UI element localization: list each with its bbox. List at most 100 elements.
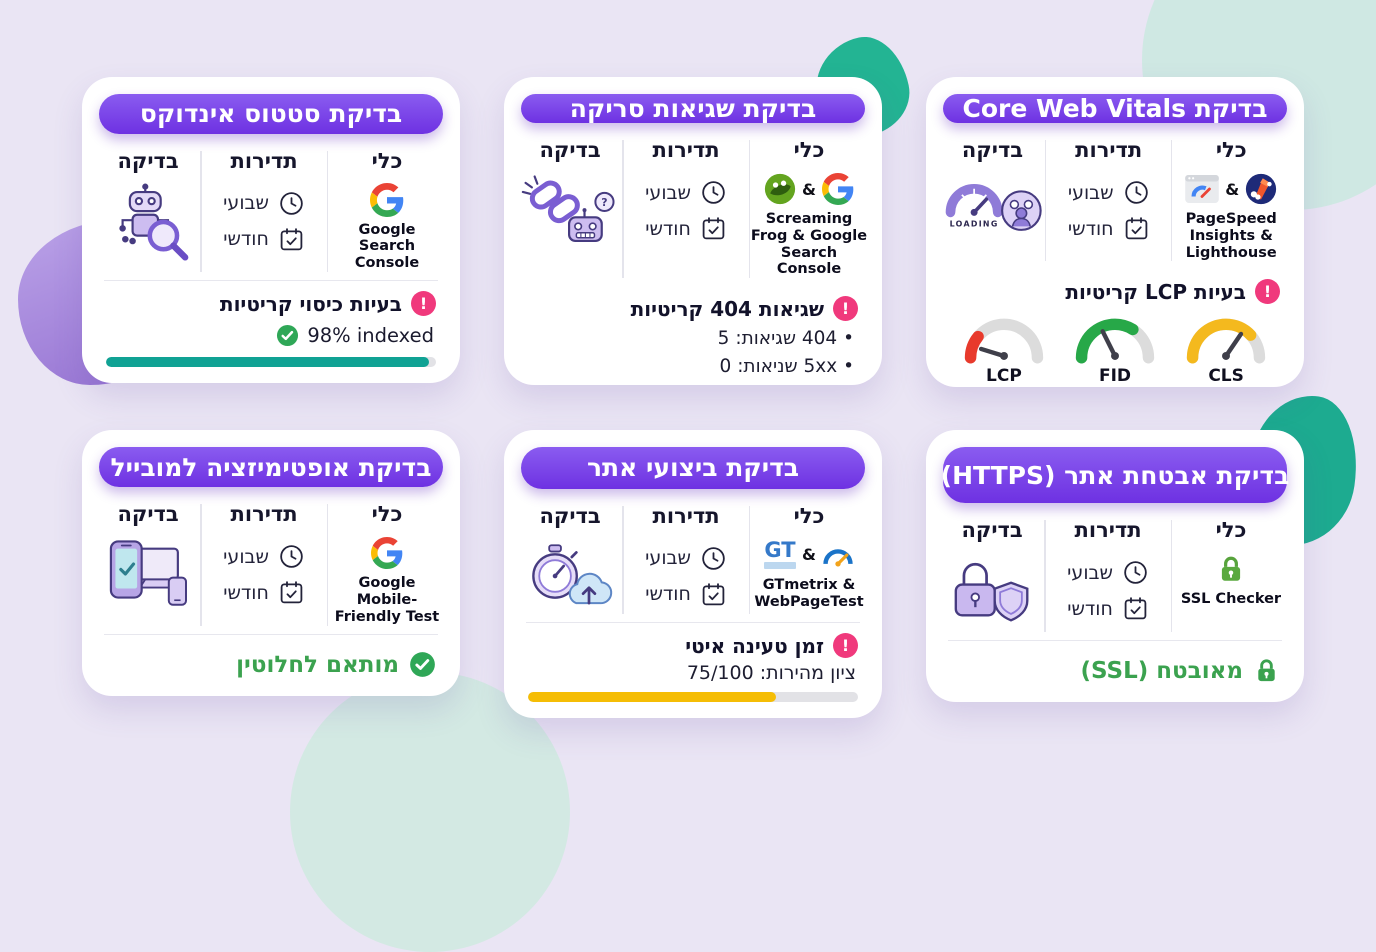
card-crawl-errors: בדיקת שגיאות סריקה בדיקה ? תדירות <box>504 77 882 385</box>
frequency-monthly-label: חודשי <box>1067 217 1114 240</box>
clock-icon <box>702 181 725 204</box>
screaming-frog-logo-icon <box>764 173 796 205</box>
webpagetest-logo-icon <box>823 549 853 567</box>
progress-fill <box>106 357 430 367</box>
frequency-weekly: שבועי <box>645 179 727 206</box>
status-section: ! בעיות LCP קריטיות LCP <box>926 269 1304 402</box>
column-divider <box>326 150 328 272</box>
alert-row: ! בעיות כיסוי קריטיות <box>106 291 436 316</box>
frequency-monthly: חודשי <box>223 579 305 606</box>
section-divider <box>104 633 438 635</box>
column-check: בדיקה <box>96 149 200 272</box>
broken-link-robot-icon: ? <box>521 175 615 243</box>
card-columns: בדיקה תדירות שבועי <box>82 134 460 272</box>
card-core-web-vitals: בדיקת Core Web Vitals בדיקה LOADING תדיר… <box>926 77 1304 387</box>
frequency-weekly: שבועי <box>1067 559 1149 586</box>
lighthouse-logo-icon <box>1246 173 1277 205</box>
card-columns: בדיקה תדירות שבועי חודשי כלי <box>926 503 1304 632</box>
column-divider <box>1170 140 1173 262</box>
column-header-tool: כלי <box>1215 518 1247 542</box>
column-tool: כלי & Screaming Frog & Google Search Con… <box>750 138 868 278</box>
column-divider <box>622 140 624 279</box>
ampersand: & <box>1225 179 1240 199</box>
gauge-label: LCP <box>986 366 1022 387</box>
gauge-needle <box>1100 329 1118 359</box>
frequency-weekly: שבועי <box>1068 179 1150 206</box>
frequency-monthly-label: חודשי <box>645 583 691 606</box>
frequency-monthly-label: חודשי <box>223 581 269 604</box>
column-frequency: תדירות שבועי חודשי <box>624 504 749 614</box>
vitals-gauges: LCP FID CLS <box>950 304 1280 386</box>
card-columns: בדיקה ? תדירות שבועי <box>504 123 882 279</box>
alert-row: ! בעיות LCP קריטיות <box>950 279 1280 305</box>
frequency-weekly-label: שבועי <box>645 547 691 570</box>
calendar-check-icon <box>280 581 303 604</box>
tool-icons <box>370 536 403 570</box>
loading-gauge-people-icon: LOADING <box>945 184 1042 231</box>
check-circle-icon <box>410 652 435 677</box>
gtmetrix-logo-icon: GT <box>764 540 797 570</box>
card-title: בדיקת אבטחת אתר (HTTPS) <box>940 460 1290 490</box>
column-header-check: בדיקה <box>961 518 1023 542</box>
card-header: בדיקת ביצועי אתר <box>521 447 865 489</box>
alert-icon: ! <box>833 633 858 658</box>
column-tool: כלי GT & GTmetrix & WebPageTest <box>750 504 868 614</box>
column-divider <box>326 504 328 626</box>
frequency-weekly-label: שבועי <box>223 192 269 214</box>
frequency-monthly: חודשי <box>1068 215 1150 242</box>
column-header-tool: כלי <box>371 502 403 527</box>
frequency-weekly-label: שבועי <box>1067 561 1113 584</box>
status-section: מותאם לחלוטין <box>82 635 460 696</box>
alert-icon: ! <box>833 296 858 322</box>
result-text: מאובטח (SSL) <box>1080 657 1243 684</box>
column-tool: כלי Google Search Console <box>328 149 446 272</box>
tool-icons: & <box>1185 172 1277 206</box>
frequency-monthly: חודשי <box>645 215 727 242</box>
column-check: בדיקה LOADING <box>940 138 1045 261</box>
card-header: בדיקת אבטחת אתר (HTTPS) <box>940 447 1290 503</box>
progress-bar <box>528 692 858 702</box>
column-frequency: תדירות שבועי חודשי <box>1046 518 1171 632</box>
card-columns: בדיקה LOADING תדירות שבועי <box>926 123 1304 262</box>
progress-bar <box>106 357 436 367</box>
gauge-needle <box>978 347 1007 359</box>
calendar-check-icon <box>1124 597 1147 620</box>
frequency-weekly: שבועי <box>223 190 305 217</box>
frequency-weekly: שבועי <box>645 545 727 572</box>
frequency-weekly-label: שבועי <box>1067 181 1114 204</box>
clock-icon <box>702 547 725 570</box>
status-section: ! בעיות כיסוי קריטיות 98% indexed <box>82 281 460 383</box>
pagespeed-insights-logo-icon <box>1185 175 1220 203</box>
clock-icon <box>1124 181 1148 204</box>
result-row: מותאם לחלוטין <box>106 645 436 680</box>
column-frequency: תדירות שבועי חודשי <box>1046 138 1170 261</box>
column-frequency: תדירות שבועי חודשי <box>202 502 327 625</box>
column-header-check: בדיקה <box>117 502 179 527</box>
card-header: בדיקת סטטוס אינדוקס <box>99 94 443 134</box>
frequency-monthly-label: חודשי <box>645 217 691 240</box>
frequency-weekly-label: שבועי <box>645 181 691 204</box>
gauge-label: CLS <box>1208 366 1244 387</box>
status-section: ! שגיאות 404 קריטיות • 404 שגיאות: 5 • 5… <box>504 286 882 393</box>
frequency-monthly-label: חודשי <box>1067 597 1113 620</box>
column-divider <box>1045 140 1047 262</box>
column-check: בדיקה ? <box>518 138 622 278</box>
svg-text:?: ? <box>601 196 607 209</box>
card-header: בדיקת שגיאות סריקה <box>521 94 865 123</box>
tool-name: Screaming Frog & Google Search Console <box>750 211 868 278</box>
column-header-check: בדיקה <box>117 148 179 173</box>
card-title: בדיקת אופטימיזציה למובייל <box>110 452 432 482</box>
ampersand: & <box>802 179 816 199</box>
card-index-status: בדיקת סטטוס אינדוקס בדיקה תדירות <box>82 77 460 383</box>
alert-text: בעיות כיסוי קריטיות <box>219 291 402 316</box>
clock-icon <box>280 545 303 569</box>
section-divider <box>526 621 860 623</box>
google-logo-icon <box>821 173 854 205</box>
google-logo-icon <box>369 182 404 217</box>
column-header-frequency: תדירות <box>1074 518 1142 542</box>
gauge-fid: FID <box>1065 310 1165 386</box>
frequency-weekly-label: שבועי <box>223 545 269 568</box>
gauge-cls: CLS <box>1176 310 1276 386</box>
column-frequency: תדירות שבועי חודשי <box>202 149 327 272</box>
column-tool: כלי Google Mobile-Friendly Test <box>328 502 446 625</box>
